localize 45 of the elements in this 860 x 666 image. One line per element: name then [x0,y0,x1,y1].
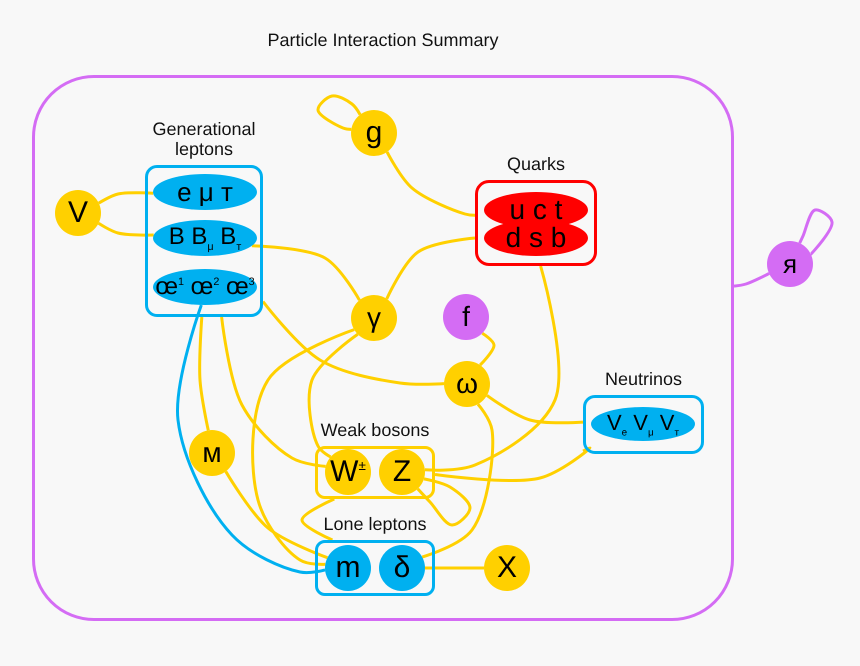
loop-connector [416,477,472,526]
connector-line [224,470,328,560]
particle-circle: V [55,190,101,236]
particle-circle: m [325,545,371,591]
connector-line [98,222,154,237]
loop-connector [798,208,834,256]
connector-line [422,403,494,558]
particle-ellipse: e μ т [153,174,257,210]
loop-connector [316,94,362,131]
connector-line [252,244,361,301]
particle-ellipse: V$_{e}$ V$_{μ}$ V$_{т}$ [591,407,695,441]
group-heading: Weak bosons [320,420,430,440]
particle-circle: δ [379,545,425,591]
particle-circle: γ [351,295,397,341]
group-heading: Lone leptons [322,514,428,534]
particle-ellipse: B B$_{μ}$ B$_{т}$ [153,220,257,256]
particle-circle: X [484,545,530,591]
particle-circle: я [767,241,813,287]
connector-line [220,316,326,468]
group-heading: Generational leptons [151,119,257,159]
connector-line [198,316,210,431]
connector-line [300,498,335,542]
connector-line [486,394,584,424]
group-heading: Particle Interaction Summary [266,30,500,50]
particle-circle: ω [444,361,490,407]
connector-line [385,236,476,300]
connector-line [425,566,484,570]
particle-circle: W$^{±}$ [325,449,371,495]
connector-line [262,300,444,386]
group-heading: Quarks [506,154,566,174]
connector-line [176,304,326,574]
connector-line [479,332,496,366]
connector-line [308,333,359,458]
connector-line [98,191,154,204]
connector-line [386,151,476,217]
particle-ellipse: œ$^{1}$ œ$^{2}$ œ$^{3}$ [153,269,257,305]
connector-line [424,266,560,472]
particle-circle: g [351,110,397,156]
group-heading: Neutrinos [604,369,684,389]
connector-line [251,328,355,566]
particle-circle: Z [379,449,425,495]
particle-circle: f [443,294,489,340]
particle-circle: м [189,430,235,476]
connector-line [434,446,592,482]
connector-line [734,272,770,288]
